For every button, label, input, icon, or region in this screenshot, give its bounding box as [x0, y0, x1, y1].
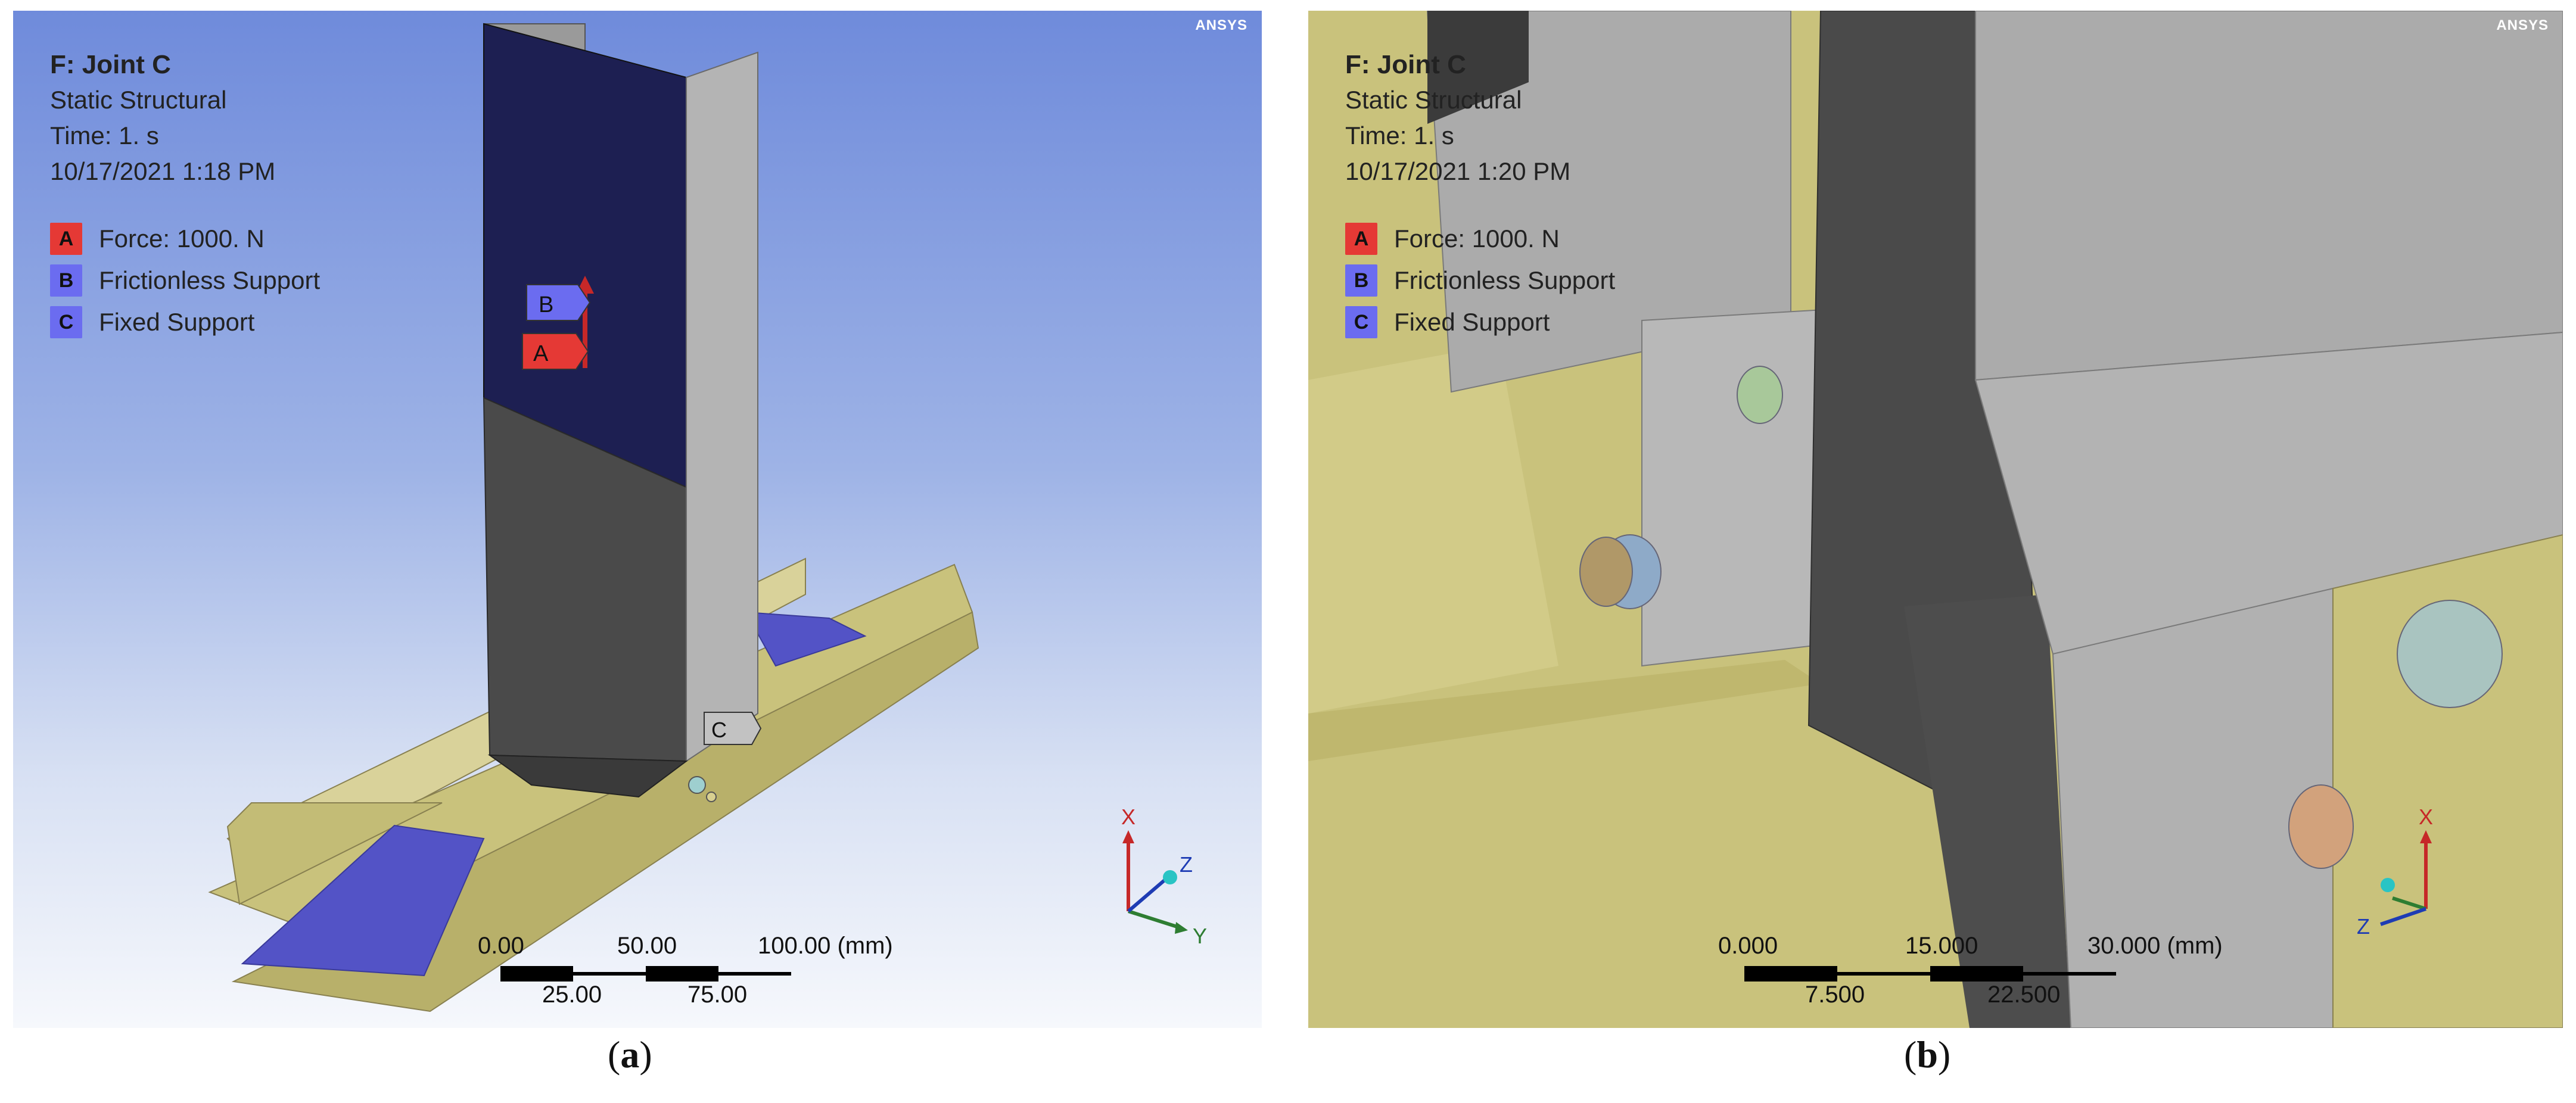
- legend-label: Frictionless Support: [1394, 266, 1616, 294]
- marker-a-label: A: [533, 341, 549, 366]
- scale-label: 50.00: [617, 933, 677, 959]
- legend-label: Fixed Support: [1394, 308, 1550, 336]
- scale-segment: [2023, 972, 2116, 976]
- column-light-upper: [1975, 11, 2563, 381]
- analysis-type: Static Structural: [50, 86, 227, 114]
- triad-x-label: X: [1121, 805, 1135, 829]
- scale-segment: [573, 972, 646, 976]
- bolt-b: [706, 792, 717, 802]
- force-marker-a: [522, 333, 589, 370]
- scale-label: 15.000: [1905, 933, 1978, 959]
- triad-z-label: Z: [2357, 914, 2370, 939]
- bolt-green: [1737, 366, 1783, 424]
- caption-a: (a): [608, 1033, 652, 1076]
- marker-c-label: C: [711, 718, 727, 742]
- scale-label: 75.00: [687, 982, 748, 1008]
- legend-item-fixed-support[interactable]: C Fixed Support: [1345, 301, 1615, 343]
- legend-badge-a: A: [1345, 223, 1377, 255]
- marker-b-label: B: [539, 292, 553, 317]
- triad-x-label: X: [2419, 805, 2433, 829]
- bracket-dark-corner: [1427, 11, 1529, 124]
- datetime-readout: 10/17/2021 1:20 PM: [1345, 157, 1571, 185]
- legend-badge-c: C: [1345, 306, 1377, 338]
- datetime-readout: 10/17/2021 1:18 PM: [50, 157, 276, 185]
- triad-origin-ball: [2381, 878, 2395, 892]
- scale-label: 0.000: [1718, 933, 1778, 959]
- triad-z-axis: [1127, 877, 1167, 913]
- scale-segment: [1744, 966, 1837, 982]
- base-beam-front-lip: [226, 802, 443, 905]
- legend-item-force[interactable]: A Force: 1000. N: [50, 218, 320, 260]
- legend-item-fixed-support[interactable]: C Fixed Support: [50, 301, 320, 343]
- legend-label: Force: 1000. N: [1394, 225, 1560, 253]
- triad-y-axis: [1128, 909, 1181, 930]
- triad-z-axis: [2380, 907, 2426, 926]
- model-scene-b[interactable]: X Z: [1308, 11, 2563, 1028]
- scale-segment: [646, 966, 718, 982]
- bolt-orange: [2288, 784, 2354, 869]
- scale-bar-a: 0.00 50.00 100.00 (mm) 25.00 75.00: [466, 933, 942, 1010]
- model-info-overlay-a: F: Joint C Static Structural Time: 1. s …: [50, 48, 320, 343]
- legend-label: Force: 1000. N: [99, 225, 265, 253]
- caption-b: (b): [1904, 1033, 1951, 1076]
- scale-label: 30.000 (mm): [2087, 933, 2223, 959]
- triad-y-head: [1175, 922, 1188, 934]
- support-face-left: [241, 824, 485, 977]
- scale-label: 0.00: [478, 933, 524, 959]
- scale-label: 100.00 (mm): [758, 933, 893, 959]
- scale-segment: [718, 972, 791, 976]
- ansys-logo: ANSYS: [2496, 17, 2549, 33]
- scale-segment: [1837, 972, 1930, 976]
- plate-top-edge: [1308, 344, 1558, 713]
- triad-origin-ball: [1163, 870, 1177, 884]
- model-scene-a[interactable]: B A C X Y Z: [13, 11, 1262, 1028]
- boundary-legend: A Force: 1000. N B Frictionless Support …: [1345, 218, 1615, 343]
- scale-segment: [500, 966, 573, 982]
- legend-badge-c: C: [50, 306, 82, 338]
- triad-z-label: Z: [1180, 852, 1193, 877]
- support-face-right: [745, 611, 867, 667]
- fixed-support-marker-c: [704, 712, 762, 745]
- legend-item-frictionless-support[interactable]: B Frictionless Support: [50, 260, 320, 301]
- bolt-a: [688, 776, 706, 794]
- time-readout: Time: 1. s: [1345, 121, 1454, 149]
- frictionless-support-marker-b: [526, 284, 591, 321]
- legend-badge-b: B: [50, 264, 82, 297]
- scale-segment: [1930, 966, 2023, 982]
- boundary-legend: A Force: 1000. N B Frictionless Support …: [50, 218, 320, 343]
- model-title: F: Joint C: [50, 50, 171, 79]
- column-dark-lower: [1904, 594, 2071, 1028]
- bolt-cyan-right: [2397, 600, 2503, 708]
- bolt-blue-left-shadow: [1579, 537, 1633, 607]
- triad-x-head: [1122, 830, 1134, 843]
- triad-x-head: [2420, 830, 2432, 843]
- ansys-logo: ANSYS: [1195, 17, 1247, 33]
- column-foot: [487, 754, 688, 798]
- triad-green-axis: [2392, 896, 2426, 911]
- scale-label: 22.500: [1987, 982, 2061, 1008]
- column-side-flange: [686, 51, 758, 762]
- model-info-overlay-b: F: Joint C Static Structural Time: 1. s …: [1345, 48, 1615, 343]
- viewport-panel-b[interactable]: X Z F: Joint C Static Structural Time: 1…: [1308, 11, 2563, 1028]
- legend-item-force[interactable]: A Force: 1000. N: [1345, 218, 1615, 260]
- triad-y-label: Y: [1193, 924, 1207, 948]
- time-readout: Time: 1. s: [50, 121, 159, 149]
- legend-label: Fixed Support: [99, 308, 255, 336]
- plate-lower-step: [1308, 660, 1821, 761]
- model-title: F: Joint C: [1345, 50, 1466, 79]
- analysis-type: Static Structural: [1345, 86, 1522, 114]
- viewport-panel-a[interactable]: B A C X Y Z F: Joint C Static Structural…: [13, 11, 1262, 1028]
- legend-label: Frictionless Support: [99, 266, 321, 294]
- scale-label: 7.500: [1805, 982, 1865, 1008]
- plate-right: [2332, 534, 2563, 1028]
- column-light-lower: [2052, 587, 2334, 1028]
- scale-label: 25.00: [542, 982, 602, 1008]
- legend-item-frictionless-support[interactable]: B Frictionless Support: [1345, 260, 1615, 301]
- scale-bar-b: 0.000 15.000 30.000 (mm) 7.500 22.500: [1706, 933, 2242, 1010]
- legend-badge-b: B: [1345, 264, 1377, 297]
- legend-badge-a: A: [50, 223, 82, 255]
